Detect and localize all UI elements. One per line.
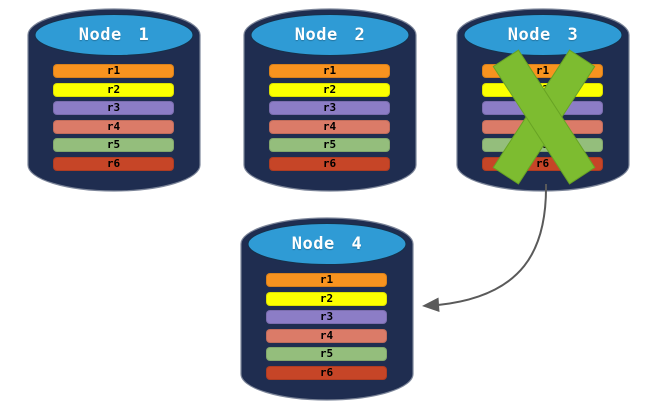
node-title: Node 2 xyxy=(294,25,366,45)
row-r2: r2 xyxy=(482,82,603,97)
row-r5: r5 xyxy=(269,138,390,153)
node-title: Node 4 xyxy=(291,234,363,254)
row-r2: r2 xyxy=(266,291,387,306)
row-r6: r6 xyxy=(269,156,390,171)
row-stack: r1 r2 r3 r4 r5 r6 xyxy=(266,273,387,380)
row-r6: r6 xyxy=(53,156,174,171)
node-2: Node 2 r1 r2 r3 r4 r5 r6 xyxy=(243,8,417,192)
row-r6: r6 xyxy=(266,365,387,380)
row-stack: r1 r2 r3 r4 r5 r6 xyxy=(53,64,174,171)
row-r5: r5 xyxy=(53,138,174,153)
row-r1: r1 xyxy=(482,64,603,78)
row-r3: r3 xyxy=(269,101,390,116)
row-r3: r3 xyxy=(482,101,603,116)
row-r5: r5 xyxy=(266,347,387,362)
row-r6: r6 xyxy=(482,156,603,171)
row-r4: r4 xyxy=(53,119,174,134)
node-title: Node 1 xyxy=(78,25,150,45)
row-stack: r1 r2 r3 r4 r5 r6 xyxy=(269,64,390,171)
migration-arrow-icon xyxy=(422,183,548,312)
cylinder-top-ellipse xyxy=(34,14,194,56)
row-r1: r1 xyxy=(269,64,390,78)
row-r5: r5 xyxy=(482,138,603,153)
row-r1: r1 xyxy=(53,64,174,78)
node-1: Node 1 r1 r2 r3 r4 r5 r6 xyxy=(27,8,201,192)
node-title: Node 3 xyxy=(507,25,579,45)
cylinder-top-ellipse xyxy=(247,223,407,265)
row-r3: r3 xyxy=(53,101,174,116)
row-r4: r4 xyxy=(269,119,390,134)
row-r3: r3 xyxy=(266,310,387,325)
node-3: Node 3 r1 r2 r3 r4 r5 r6 xyxy=(456,8,630,192)
row-r2: r2 xyxy=(53,82,174,97)
row-r1: r1 xyxy=(266,273,387,287)
row-r4: r4 xyxy=(266,328,387,343)
row-stack: r1 r2 r3 r4 r5 r6 xyxy=(482,64,603,171)
cylinder-top-ellipse xyxy=(250,14,410,56)
row-r4: r4 xyxy=(482,119,603,134)
node-4: Node 4 r1 r2 r3 r4 r5 r6 xyxy=(240,217,414,401)
row-r2: r2 xyxy=(269,82,390,97)
